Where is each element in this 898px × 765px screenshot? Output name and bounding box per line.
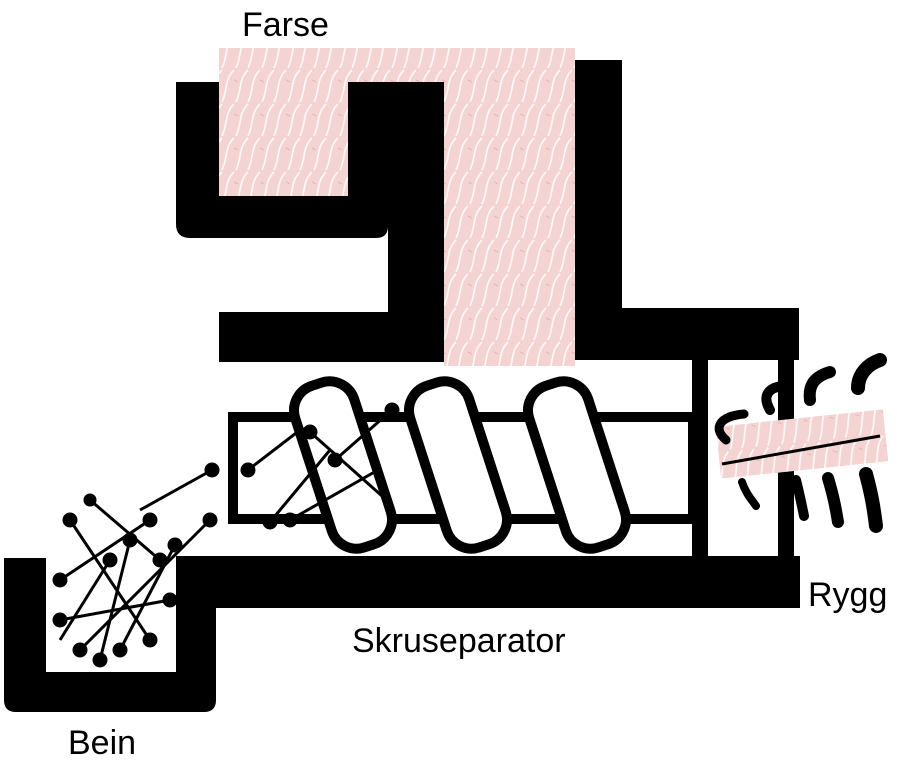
label-rygg: Rygg (808, 576, 888, 614)
screw-flight-3 (523, 376, 631, 554)
housing-bottom (186, 556, 800, 608)
housing-left-hook (176, 82, 444, 362)
label-farse: Farse (242, 6, 329, 44)
label-skruseparator: Skruseparator (352, 622, 566, 660)
backbone-icon (714, 353, 889, 533)
bone-bin (4, 558, 216, 712)
backbone-spine (715, 409, 889, 479)
mince-region (219, 48, 575, 366)
mince-chute (444, 80, 575, 366)
screw-bones (240, 402, 400, 530)
screw-flight-1 (289, 376, 397, 554)
housing-right-wall (575, 60, 622, 310)
screw-flight-2 (404, 376, 512, 554)
housing-top-flange (575, 308, 799, 360)
bone-pile-icon (52, 462, 220, 668)
housing (4, 60, 800, 712)
label-bein: Bein (68, 724, 137, 762)
screw-auger-icon (228, 376, 698, 554)
bin-corner (176, 556, 216, 596)
